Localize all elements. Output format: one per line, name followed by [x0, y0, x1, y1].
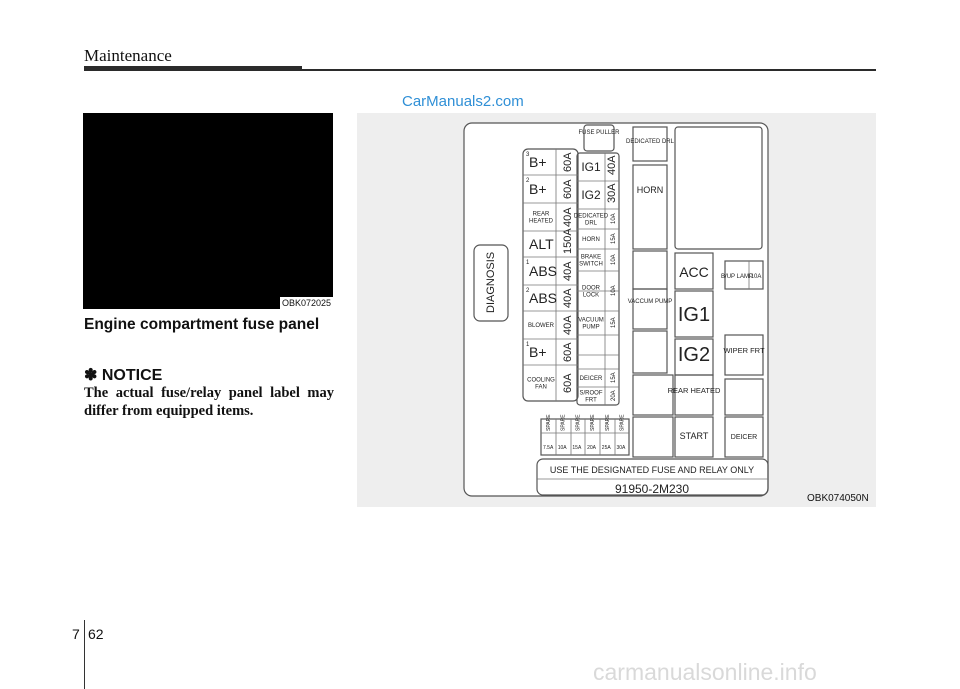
mid-fuse-label: LOCK — [583, 293, 599, 299]
big-fuse-label: ALT — [529, 236, 554, 252]
part-number: 91950-2M230 — [615, 482, 689, 496]
mid-fuse-amp: 40A — [606, 155, 618, 175]
mid-fuse-label: SWITCH — [579, 262, 603, 268]
big-fuse-label: ABS — [529, 263, 557, 279]
big-fuse-label: B+ — [529, 344, 547, 360]
spare-fuse-amp: 10A — [558, 445, 568, 451]
mid-fuse-label: PUMP — [582, 325, 599, 331]
spare-fuse-amp: 25A — [602, 445, 612, 451]
big-fuse-label: COOLING — [527, 378, 555, 384]
diagram-code: OBK074050N — [807, 493, 869, 504]
big-fuse-index: 1 — [526, 260, 530, 266]
photo-code: OBK072025 — [279, 297, 333, 309]
relay-ig2: IG2 — [678, 344, 710, 366]
page-heading: Engine compartment fuse panel — [84, 316, 320, 333]
mid-fuse-amp: 15A — [611, 372, 617, 383]
big-fuse-label: BLOWER — [528, 323, 555, 329]
spare-fuse-amp: 7.5A — [543, 445, 554, 451]
mid-fuse-label: DEDICATED — [574, 214, 609, 220]
relay-deicer: DEICER — [731, 434, 757, 441]
spare-fuse-label: SPARE — [620, 414, 626, 431]
big-fuse-amp: 60A — [562, 179, 574, 199]
big-fuse-amp: 40A — [562, 288, 574, 308]
big-fuse-amp: 60A — [562, 342, 574, 362]
big-fuse-amp: 40A — [562, 261, 574, 281]
big-fuse-label: HEATED — [529, 219, 554, 225]
mid-fuse-label: DRL — [585, 221, 598, 227]
spare-fuse-amp: 30A — [617, 445, 627, 451]
big-fuse-index: 2 — [526, 288, 530, 294]
spare-fuse-amp: 20A — [587, 445, 597, 451]
fuse-puller-label: FUSE PULLER — [578, 130, 620, 136]
relay-wiper-frt: WIPER FRT — [723, 346, 765, 355]
relay-ig1: IG1 — [678, 304, 710, 326]
big-fuse-label: B+ — [529, 181, 547, 197]
relay-b-up-amp: 10A — [751, 274, 762, 280]
mid-fuse-amp: 20A — [611, 390, 617, 401]
mid-fuse-label: DOOR — [582, 286, 601, 292]
relay-horn: HORN — [637, 185, 664, 195]
big-fuse-label: REAR — [533, 212, 550, 218]
spare-fuse-amp: 15A — [572, 445, 582, 451]
big-fuse-amp: 40A — [562, 207, 574, 227]
spare-fuse-label: SPARE — [605, 414, 611, 431]
mid-fuse-amp: 15A — [611, 317, 617, 328]
mid-fuse-amp: 10A — [611, 285, 617, 296]
big-fuse-label: FAN — [535, 385, 547, 391]
designated-fuse-notice: USE THE DESIGNATED FUSE AND RELAY ONLY — [550, 465, 754, 475]
page-divider — [84, 620, 85, 689]
big-fuse-amp: 40A — [562, 315, 574, 335]
big-fuse-index: 2 — [526, 178, 530, 184]
big-fuse-label: ABS — [529, 290, 557, 306]
header-rule-thin — [302, 69, 876, 71]
big-fuse-amp: 150A — [562, 228, 574, 254]
chapter-number: 7 — [72, 626, 80, 642]
section-title: Maintenance — [84, 46, 172, 65]
big-fuse-index: 3 — [526, 152, 530, 158]
mid-fuse-label: BRAKE — [581, 255, 601, 261]
fuse-diagram: FUSE PULLER DEDICATED DRL VACCUM PUMP B/… — [357, 113, 876, 507]
mid-fuse-amp: 10A — [611, 254, 617, 265]
big-fuse-amp: 60A — [562, 373, 574, 393]
notice-title: ✽ NOTICE — [84, 367, 163, 384]
mid-fuse-amp: 15A — [611, 233, 617, 244]
watermark-link[interactable]: CarManuals2.com — [402, 93, 524, 110]
big-fuse-index: 1 — [526, 342, 530, 348]
spare-fuse-label: SPARE — [561, 414, 567, 431]
spare-fuse-label: SPARE — [575, 414, 581, 431]
mid-fuse-label: S/ROOF — [579, 391, 602, 397]
relay-rear-heated: REAR HEATED — [668, 386, 721, 395]
mid-fuse-label: HORN — [582, 237, 600, 243]
relay-b-up-lamp: B/UP LAMP — [721, 274, 753, 280]
spare-fuse-row: SPARE 7.5A SPARE 10A SPARE 15A SPARE 20A SPARE 25… — [543, 414, 626, 451]
relay-vaccum-pump: VACCUM PUMP — [628, 299, 673, 305]
mid-fuse-label: FRT — [585, 398, 597, 404]
mid-fuse-amp: 10A — [611, 213, 617, 224]
mid-fuse-label: VACUUM — [578, 318, 604, 324]
mid-fuse-label: IG1 — [581, 160, 601, 174]
engine-photo: OBK072025 — [83, 113, 333, 309]
diagnosis-label: DIAGNOSIS — [485, 252, 497, 313]
mid-fuse-amp: 30A — [606, 183, 618, 203]
mid-fuse-label: DEICER — [580, 376, 603, 382]
footer-watermark: carmanualsonline.info — [593, 659, 817, 685]
fuse-diagram-svg: FUSE PULLER DEDICATED DRL VACCUM PUMP B/… — [463, 122, 769, 497]
header-rule-thick — [84, 66, 302, 71]
page-number: 62 — [88, 626, 104, 642]
big-fuse-label: B+ — [529, 154, 547, 170]
big-fuse-amp: 60A — [562, 152, 574, 172]
relay-start: START — [680, 431, 709, 441]
relay-dedicated-drl: DEDICATED DRL — [626, 139, 675, 145]
notice-body: The actual fuse/relay panel label may di… — [84, 385, 334, 419]
spare-fuse-label: SPARE — [546, 414, 552, 431]
mid-fuse-label: IG2 — [581, 188, 601, 202]
relay-acc: ACC — [679, 264, 709, 280]
spare-fuse-label: SPARE — [590, 414, 596, 431]
